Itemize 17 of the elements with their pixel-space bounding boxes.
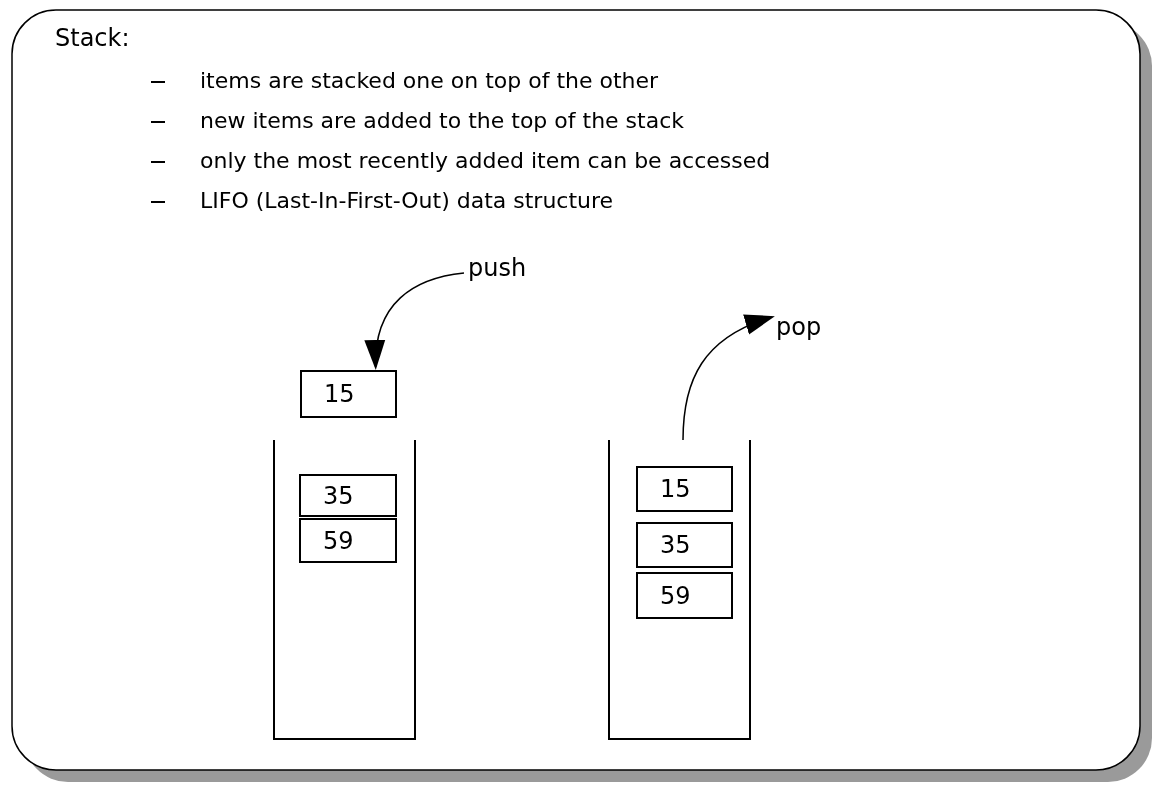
operation-label: push (468, 254, 528, 288)
bullet-text: new items are added to the top of the stack (200, 108, 685, 135)
stack-item: 59 (299, 518, 397, 563)
bullet-text: only the most recently added item can be accessed (200, 148, 771, 175)
title: Stack: (55, 24, 130, 53)
bullet-text: items are stacked one on top of the other (200, 68, 659, 95)
stack-container (608, 440, 751, 740)
stack-item: 35 (636, 522, 733, 568)
bullet-text: LIFO (Last-In-First-Out) data structure (200, 188, 614, 215)
stack-container (273, 440, 416, 740)
stack-item: 35 (299, 474, 397, 517)
stack-item: 15 (300, 370, 397, 418)
curved-arrow (365, 272, 465, 370)
operation-label: pop (776, 313, 832, 347)
stack-item: 15 (636, 466, 733, 512)
stack-item: 59 (636, 572, 733, 619)
curved-arrow (682, 315, 775, 441)
